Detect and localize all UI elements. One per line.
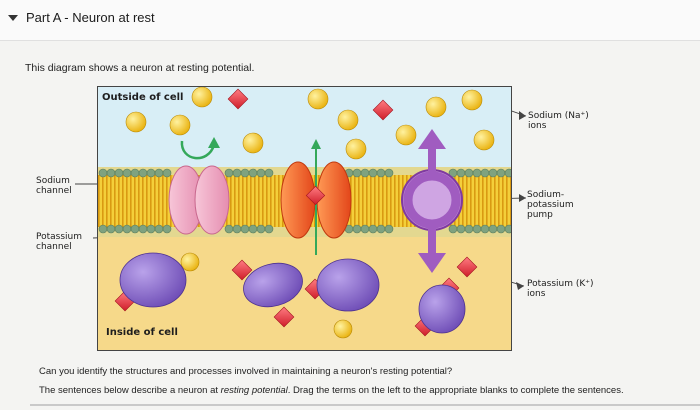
sodium-potassium-pump-label: Sodium- potassium pump bbox=[527, 190, 574, 220]
potassium-channel-label: Potassium channel bbox=[36, 232, 83, 252]
sodium-ions bbox=[125, 87, 495, 339]
sodium-channel-label: Sodium channel bbox=[36, 176, 72, 196]
sodium-potassium-pump bbox=[401, 129, 463, 273]
diagram-description: This diagram shows a neuron at resting p… bbox=[25, 62, 255, 74]
inside-of-cell-label: Inside of cell bbox=[106, 327, 178, 338]
outside-of-cell-label: Outside of cell bbox=[102, 92, 184, 103]
large-anions bbox=[119, 252, 466, 334]
question-text: Can you identify the structures and proc… bbox=[39, 366, 453, 377]
sodium-channel bbox=[168, 165, 230, 235]
part-title: Part A - Neuron at rest bbox=[26, 10, 155, 25]
potassium-ion-in-channel bbox=[305, 185, 326, 206]
section-divider bbox=[30, 404, 700, 406]
sodium-inflow-arrow bbox=[180, 140, 216, 160]
potassium-ions-label: Potassium (K⁺) ions bbox=[527, 279, 594, 299]
collapse-caret-icon[interactable] bbox=[8, 15, 18, 21]
part-header[interactable]: Part A - Neuron at rest bbox=[0, 0, 700, 41]
instruction-text: The sentences below describe a neuron at… bbox=[39, 385, 624, 396]
neuron-diagram: Outside of cell Inside of cell bbox=[97, 86, 512, 351]
sodium-ions-label: Sodium (Na⁺) ions bbox=[528, 111, 589, 131]
potassium-ions bbox=[114, 88, 478, 337]
